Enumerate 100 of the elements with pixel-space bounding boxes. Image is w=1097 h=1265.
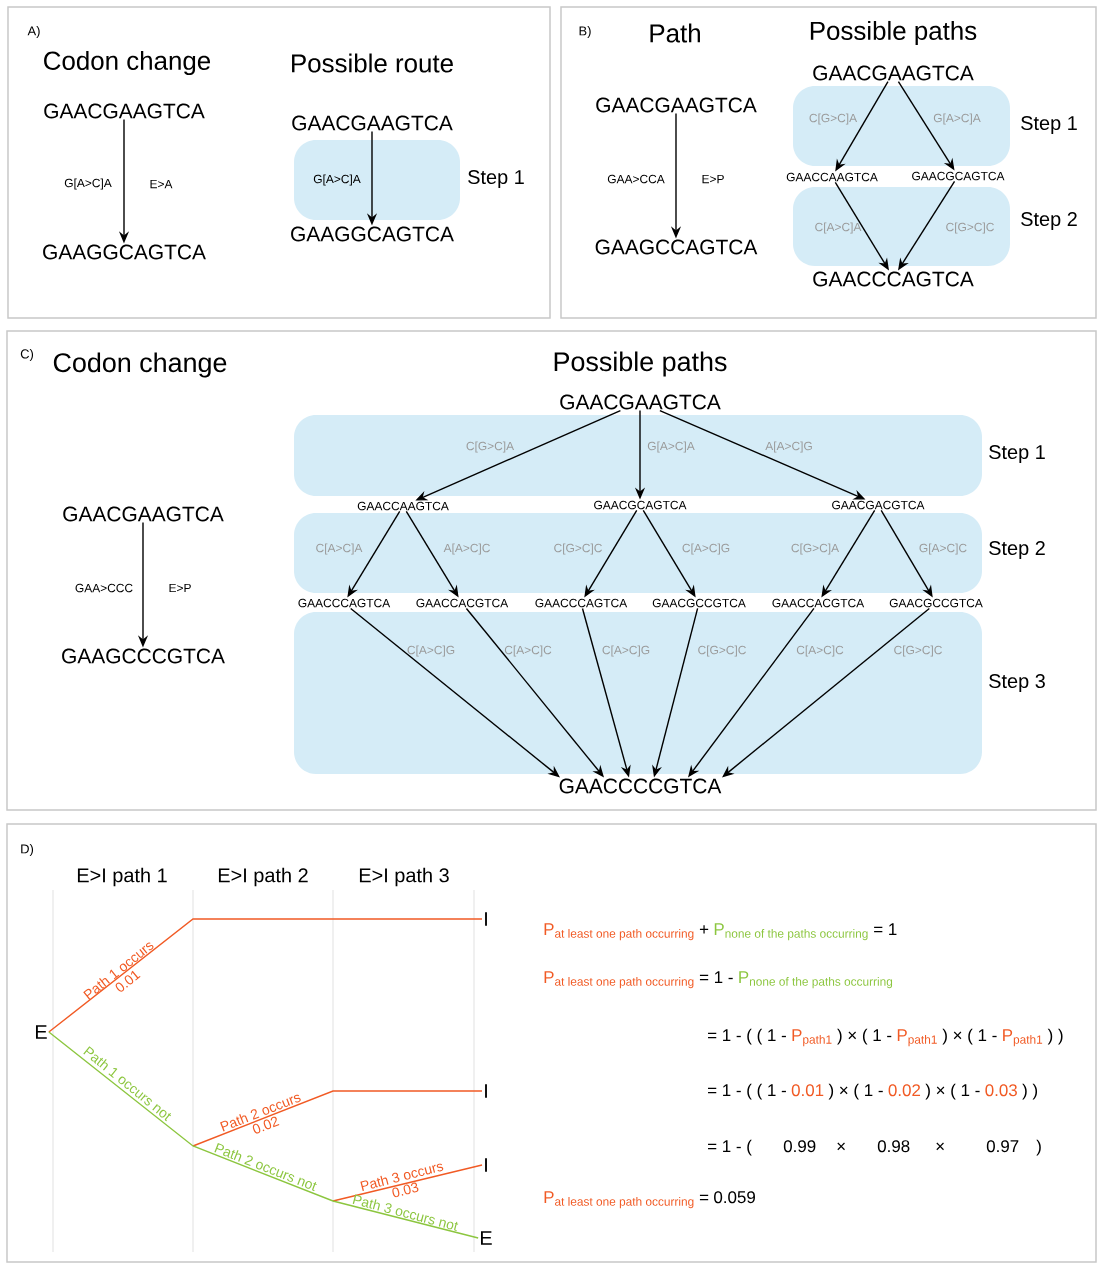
equation-text: $\text{P}_{\text{path1}}$ bbox=[1003, 1029, 1043, 1047]
equation-text: = 1 - ( ( 1 - bbox=[708, 1083, 786, 1100]
sequence-text: GAACCCCGTCA bbox=[559, 778, 722, 794]
equation-text: $\text{P}_{\text{at least one path occurring}}$ bbox=[544, 971, 694, 989]
edge-label: GAA>CCC bbox=[75, 583, 133, 593]
annotation-text: E>P bbox=[702, 174, 724, 184]
equation-text: ) × ( 1 - bbox=[828, 1083, 883, 1100]
column-heading: E>I path 1 bbox=[77, 867, 167, 887]
column-heading: Possible paths bbox=[554, 351, 727, 377]
edge-label: C[G>C]C bbox=[946, 222, 994, 234]
sequence-text: GAACCCAGTCA bbox=[813, 271, 974, 287]
edge-label: A[A>C]C bbox=[443, 543, 490, 555]
annotation-text: E>A bbox=[150, 179, 173, 189]
equation-text: ) × ( 1 - bbox=[942, 1028, 997, 1045]
branch-label: 0.03 bbox=[392, 1182, 419, 1198]
sequence-text: GAACGCAGTCA bbox=[594, 500, 687, 510]
edge-label: C[A>C]A bbox=[815, 222, 862, 234]
equation-text: = 1 bbox=[874, 923, 897, 935]
edge-label: C[A>C]C bbox=[504, 645, 552, 657]
equation-text: 0.03 bbox=[985, 1084, 1017, 1097]
edge-label: C[A>C]G bbox=[602, 645, 650, 657]
column-heading: Possible route bbox=[292, 53, 453, 73]
column-heading: E>I path 2 bbox=[218, 867, 308, 887]
equation-text: ) ) bbox=[1047, 1028, 1063, 1045]
sequence-text: GAACCAAGTCA bbox=[786, 172, 878, 182]
sequence-text: GAACGAAGTCA bbox=[44, 103, 205, 119]
branch-line bbox=[48, 1031, 479, 1239]
equation-text: $\text{P}_{\text{path1}}$ bbox=[897, 1029, 937, 1047]
edge-label: G[A>C]A bbox=[64, 178, 112, 190]
edge-label: C[G>C]A bbox=[791, 543, 840, 555]
sequence-text: GAACGAAGTCA bbox=[63, 506, 224, 522]
edge-label: A[A>C]G bbox=[765, 441, 812, 453]
sequence-text: GAACCCAGTCA bbox=[535, 598, 628, 608]
edge-label: G[A>C]A bbox=[933, 113, 981, 125]
edge-label: C[G>C]A bbox=[809, 113, 858, 125]
state-label: I bbox=[485, 1084, 487, 1098]
state-label: E bbox=[36, 1025, 47, 1039]
annotation-text: E>P bbox=[169, 583, 191, 593]
sequence-text: GAAGCCAGTCA bbox=[595, 239, 758, 255]
equation-text: = bbox=[699, 1194, 709, 1201]
sequence-text: GAAGGCAGTCA bbox=[291, 226, 454, 242]
sequence-text: GAAGCCCGTCA bbox=[62, 648, 225, 664]
equation-text: = 1 - bbox=[699, 971, 733, 983]
edge-label: C[A>C]G bbox=[407, 645, 455, 657]
column-heading: Codon change bbox=[53, 352, 227, 378]
column-heading: Path bbox=[650, 23, 700, 43]
equation-text: $\text{P}_{\text{none of the paths occurring}}$ bbox=[739, 971, 893, 989]
branch-line bbox=[48, 918, 483, 1033]
edge-label: C[A>C]C bbox=[796, 645, 844, 657]
column-heading: Codon change bbox=[44, 50, 211, 76]
panel-label: B) bbox=[579, 25, 591, 39]
panel-label: C) bbox=[20, 348, 34, 362]
state-label: I bbox=[485, 1158, 487, 1172]
equation-text: $\text{P}_{\text{path1}}$ bbox=[792, 1029, 832, 1047]
branch-label: Path 2 occurs not bbox=[214, 1143, 317, 1192]
edge-label: C[A>C]A bbox=[316, 543, 363, 555]
column-heading: Possible paths bbox=[810, 20, 977, 46]
sequence-text: GAACGACGTCA bbox=[832, 500, 925, 510]
edge-label: C[G>C]C bbox=[554, 543, 602, 555]
sequence-text: GAACCACGTCA bbox=[772, 598, 865, 608]
edge-label: GAA>CCA bbox=[607, 174, 665, 184]
sequence-text: GAACCACGTCA bbox=[416, 598, 509, 608]
equation-text: ) ) bbox=[1022, 1083, 1038, 1100]
equation-text: 0.98 bbox=[877, 1140, 910, 1153]
edge-label: C[G>C]C bbox=[698, 645, 746, 657]
equation-text: 0.059 bbox=[714, 1191, 755, 1204]
equation-text: × bbox=[936, 1142, 944, 1151]
edge-label: C[G>C]A bbox=[466, 441, 515, 453]
equation-text: = 1 - ( bbox=[708, 1139, 752, 1156]
state-label: I bbox=[485, 912, 487, 926]
edge-label: C[G>C]C bbox=[894, 645, 942, 657]
sequence-text: GAACGCAGTCA bbox=[912, 171, 1005, 181]
equation-text: × bbox=[837, 1142, 845, 1151]
edge-label: G[A>C]C bbox=[919, 543, 967, 555]
edge-label: C[A>C]G bbox=[682, 543, 730, 555]
equation-text: 0.97 bbox=[986, 1140, 1019, 1153]
equation-text: ) bbox=[1036, 1139, 1041, 1156]
sequence-text: GAACGAAGTCA bbox=[596, 97, 757, 113]
edge-label: G[A>C]A bbox=[313, 174, 361, 186]
sequence-text: GAACGCCGTCA bbox=[652, 598, 746, 608]
column-heading: E>I path 3 bbox=[359, 867, 449, 887]
panel-label: A) bbox=[27, 25, 40, 39]
equation-text: + bbox=[699, 925, 709, 934]
equation-text: ) × ( 1 - bbox=[925, 1083, 980, 1100]
equation-text: 0.01 bbox=[791, 1084, 824, 1097]
sequence-text: GAACGCCGTCA bbox=[889, 598, 983, 608]
equation-text: $\text{P}_{\text{none of the paths occurring}}$ bbox=[714, 923, 868, 941]
equation-text: $\text{P}_{\text{at least one path occurring}}$ bbox=[544, 1191, 694, 1209]
sequence-text: GAACGAAGTCA bbox=[292, 115, 453, 131]
equation-text: 0.99 bbox=[783, 1140, 816, 1153]
equation-text: 0.02 bbox=[888, 1084, 921, 1097]
panel-label: D) bbox=[21, 843, 34, 857]
sequence-text: GAACCAAGTCA bbox=[357, 501, 449, 511]
edge-label: G[A>C]A bbox=[647, 441, 695, 453]
sequence-text: GAAGGCAGTCA bbox=[43, 244, 206, 260]
branch-line bbox=[332, 1164, 483, 1202]
sequence-text: GAACGAAGTCA bbox=[813, 65, 974, 81]
equation-text: ) × ( 1 - bbox=[837, 1028, 892, 1045]
state-label: E bbox=[481, 1231, 492, 1245]
equation-text: $\text{P}_{\text{at least one path occurring}}$ bbox=[544, 923, 694, 941]
